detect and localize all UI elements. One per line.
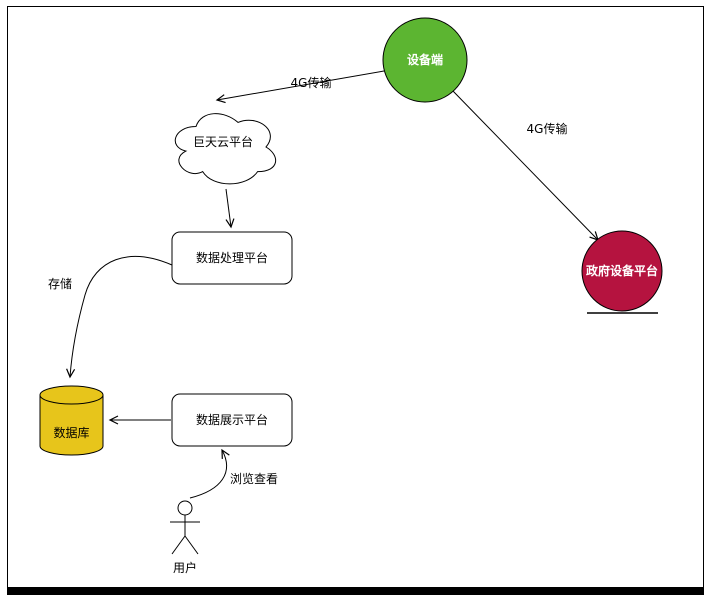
node-user: 用户 (170, 500, 200, 575)
actor-head (177, 500, 193, 516)
edge-line (66, 256, 173, 379)
node-device: 设备端 (382, 17, 468, 103)
edge-label: 存储 (48, 276, 72, 291)
edge-cloud-to-processing (225, 188, 235, 229)
actor-leg-right (184, 535, 199, 555)
edge-label: 4G传输 (291, 75, 332, 90)
node-database: 数据库 (39, 385, 104, 456)
edge-device-to-government: 4G传输 (451, 89, 599, 241)
edge-processing-to-database: 存储 (48, 256, 173, 379)
database-cylinder (39, 385, 104, 456)
node-processing: 数据处理平台 (171, 231, 293, 285)
node-label: 数据处理平台 (196, 250, 268, 265)
database-cylinder-lid (39, 394, 104, 405)
node-label: 数据库 (53, 425, 89, 440)
edge-label: 4G传输 (527, 121, 568, 136)
cloud-shape (174, 113, 276, 185)
edge-line (215, 70, 385, 104)
bottom-bar (8, 587, 703, 595)
edge-line (189, 448, 230, 499)
edge-user-to-display: 浏览查看 (189, 448, 278, 499)
node-cloud: 巨天云平台 (174, 113, 276, 185)
node-label: 数据展示平台 (196, 412, 268, 427)
device-circle (382, 17, 468, 103)
node-display: 数据展示平台 (171, 393, 293, 447)
display-rect (171, 393, 293, 447)
node-label: 用户 (173, 560, 197, 575)
node-label: 政府设备平台 (586, 263, 658, 278)
processing-rect (171, 231, 293, 285)
node-government: 政府设备平台 (581, 230, 663, 314)
edge-label: 浏览查看 (230, 471, 278, 486)
actor-leg-left (171, 535, 186, 555)
node-label: 设备端 (407, 52, 443, 67)
node-label: 巨天云平台 (193, 134, 253, 149)
edge-line (451, 89, 599, 241)
government-circle (581, 230, 663, 312)
edge-device-to-cloud: 4G传输 (215, 70, 385, 104)
edge-line (225, 188, 235, 229)
